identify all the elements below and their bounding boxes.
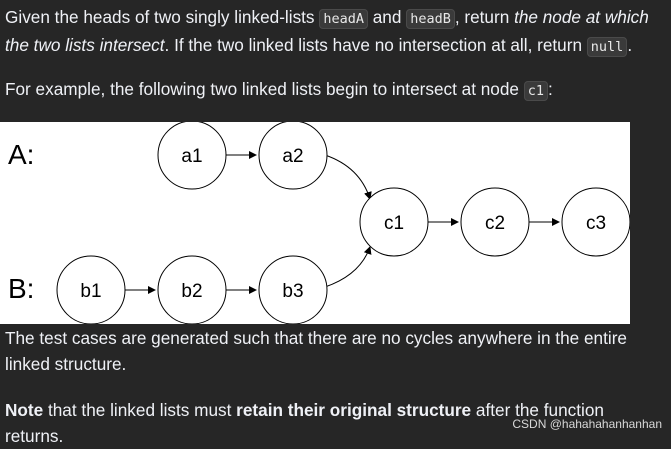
linked-list-diagram: A: B: a1 a2 c1 c2 c3	[0, 122, 630, 324]
watermark: CSDN @hahahahanhanhan	[512, 417, 662, 431]
structure-note: Note that the linked lists must retain t…	[5, 397, 665, 449]
node-b1: b1	[56, 255, 126, 324]
node-c2-label: c2	[485, 213, 505, 234]
diagram-svg: A: B: a1 a2 c1 c2 c3	[8, 122, 630, 324]
emphasis-text: the node at which the two lists intersec…	[5, 7, 649, 55]
retain-bold: retain their original structure	[236, 400, 472, 420]
arrow-a2-c1	[324, 154, 372, 200]
example-intro: For example, the following two linked li…	[5, 76, 665, 104]
list-b-label: B:	[8, 273, 34, 304]
text: Given the heads of two singly linked-lis…	[5, 7, 320, 27]
node-a2: a2	[258, 122, 328, 190]
text: .	[627, 35, 633, 55]
node-b3-label: b3	[282, 281, 303, 302]
text: . If the two linked lists have no inters…	[164, 35, 587, 55]
list-a-label: A:	[8, 139, 34, 170]
text: that the linked lists must	[43, 400, 237, 420]
node-c3: c3	[561, 187, 630, 257]
node-a2-label: a2	[282, 146, 303, 167]
node-c3-label: c3	[586, 213, 606, 234]
text: :	[548, 79, 553, 99]
node-a1-label: a1	[181, 146, 202, 167]
node-c1-label: c1	[384, 213, 404, 234]
node-a1: a1	[157, 122, 227, 190]
text: , return	[454, 7, 515, 27]
text: and	[367, 7, 407, 27]
node-b2-label: b2	[181, 281, 202, 302]
node-b2: b2	[157, 255, 227, 324]
code-headB: headB	[406, 9, 455, 29]
code-c1: c1	[523, 81, 549, 101]
code-null: null	[586, 37, 628, 57]
code-headA: headA	[319, 9, 368, 29]
node-b3: b3	[258, 255, 328, 324]
problem-statement: Given the heads of two singly linked-lis…	[5, 4, 665, 60]
note-bold: Note	[5, 400, 44, 420]
node-b1-label: b1	[80, 281, 101, 302]
node-c2: c2	[460, 187, 530, 257]
text: For example, the following two linked li…	[5, 79, 524, 99]
arrow-b3-c1	[324, 246, 372, 288]
constraint-note: The test cases are generated such that t…	[5, 328, 627, 374]
node-c1: c1	[359, 187, 429, 257]
